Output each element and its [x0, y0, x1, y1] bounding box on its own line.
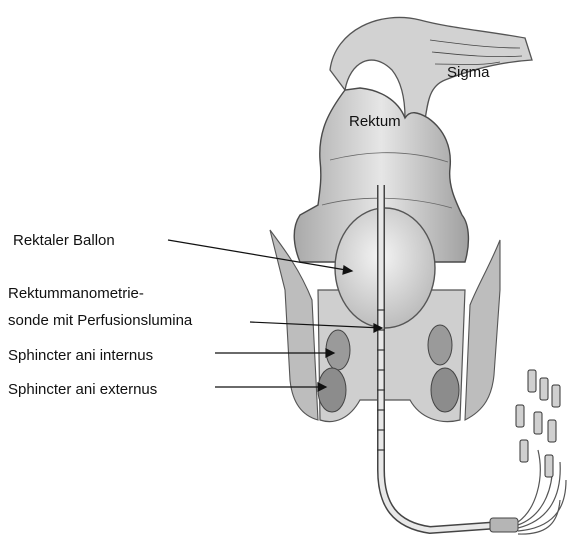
- label-rektaler-ballon: Rektaler Ballon: [13, 231, 115, 250]
- label-rektum: Rektum: [349, 112, 401, 131]
- perfusion-connectors: [518, 450, 566, 534]
- label-sonde-line2: sonde mit Perfusionslumina: [8, 311, 192, 330]
- perfusion-connector-heads: [516, 370, 560, 477]
- sphincter-internus-left: [326, 330, 350, 370]
- sphincter-externus-right: [431, 368, 459, 412]
- label-sphincter-internus: Sphincter ani internus: [8, 346, 153, 365]
- sphincter-externus-left: [318, 368, 346, 412]
- label-sigma: Sigma: [447, 63, 490, 82]
- label-sphincter-externus: Sphincter ani externus: [8, 380, 157, 399]
- sphincter-internus-right: [428, 325, 452, 365]
- label-sonde-line1: Rektummanometrie-: [8, 284, 144, 303]
